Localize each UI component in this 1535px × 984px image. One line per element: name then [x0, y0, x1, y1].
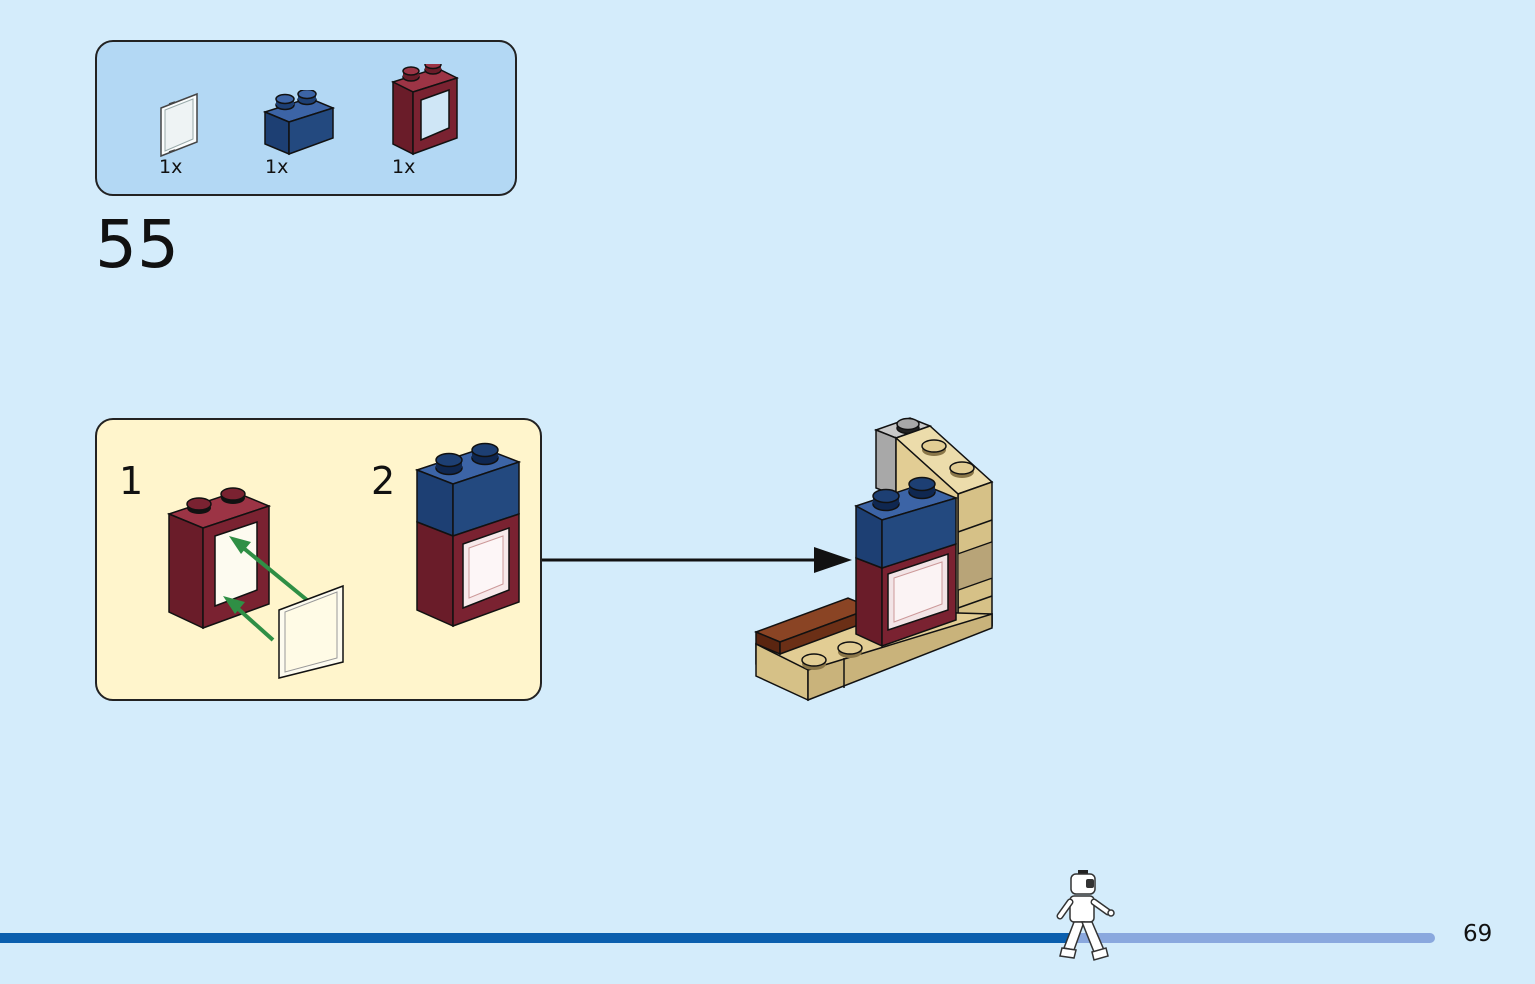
window-frame-quantity: 1x — [392, 156, 416, 178]
page-number: 69 — [1463, 921, 1493, 947]
astronaut-progress-marker-icon — [1056, 866, 1118, 964]
subassembly-box: 1 2 — [95, 418, 542, 701]
step-number: 55 — [95, 206, 179, 283]
substep-1-label: 1 — [119, 459, 144, 503]
window-frame-part-icon — [391, 64, 461, 156]
glass-pane-quantity: 1x — [159, 156, 183, 178]
substep-2-label: 2 — [371, 459, 396, 503]
blue-brick-part-icon — [263, 90, 335, 156]
substep-1-illustration — [163, 486, 363, 686]
callout-arrow-icon — [542, 544, 854, 578]
progress-fill — [0, 933, 1077, 943]
progress-bar — [0, 933, 1435, 943]
glass-pane-part-icon — [157, 92, 205, 158]
main-model-illustration — [752, 414, 998, 706]
substep-2-illustration — [415, 442, 525, 632]
parts-list-box: 1x 1x 1x — [95, 40, 517, 196]
blue-brick-quantity: 1x — [265, 156, 289, 178]
